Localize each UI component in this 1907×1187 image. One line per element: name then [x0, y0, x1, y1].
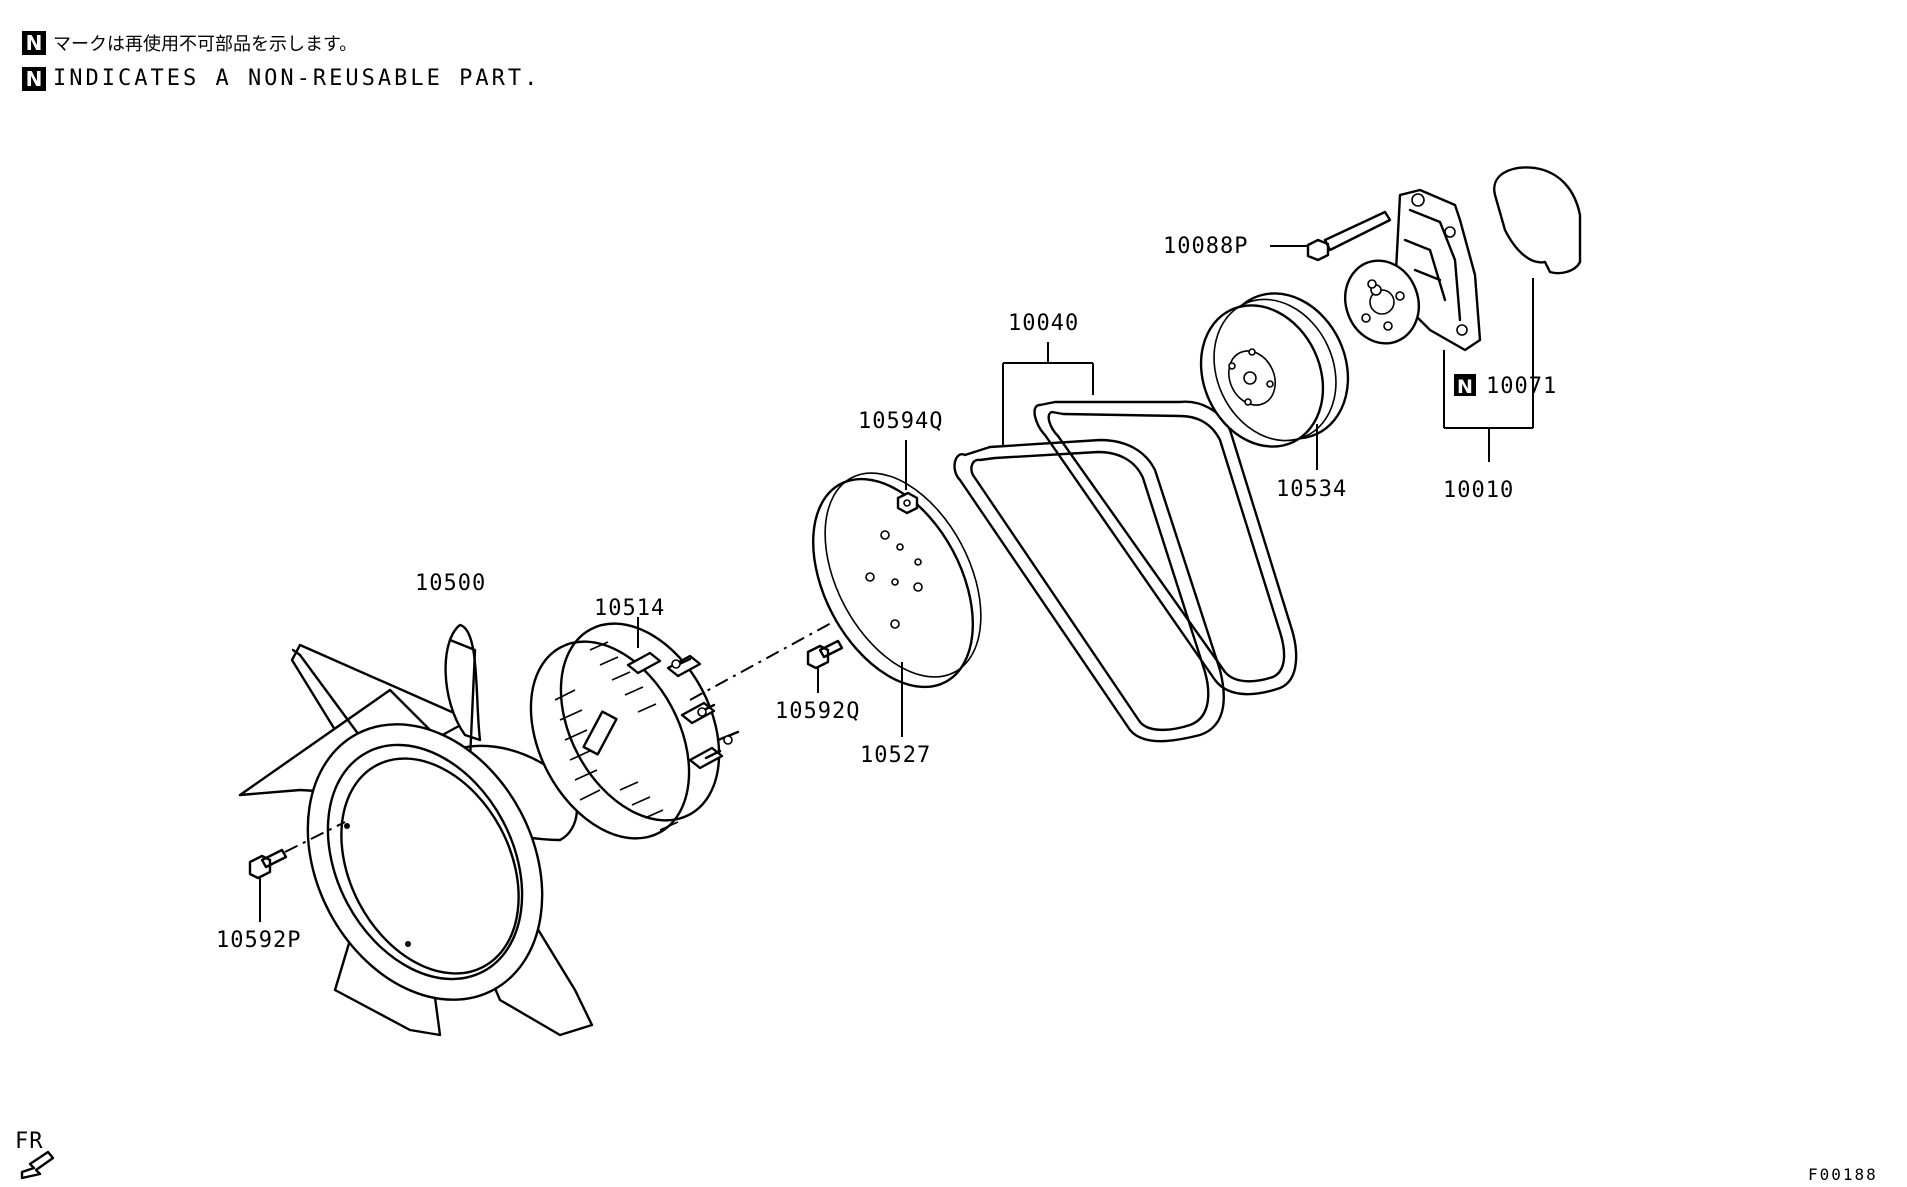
non-reusable-marker-box	[1454, 374, 1476, 396]
non-reusable-marker: N	[22, 66, 46, 91]
legend-english-text: INDICATES A NON-REUSABLE PART.	[53, 66, 541, 91]
label-10534[interactable]: 10534	[1276, 477, 1347, 502]
cooling-fan[interactable]	[238, 623, 594, 1041]
label-10071[interactable]: 10071	[1486, 374, 1557, 399]
label-10592P[interactable]: 10592P	[216, 928, 301, 953]
label-10592Q[interactable]: 10592Q	[775, 699, 860, 724]
label-10010[interactable]: 10010	[1443, 478, 1514, 503]
legend-japanese: N マークは再使用不可部品を示します。	[22, 30, 357, 56]
fan-spacer[interactable]	[780, 447, 1013, 737]
front-arrow-icon	[20, 1150, 55, 1180]
nut-10594Q[interactable]	[896, 440, 919, 515]
label-10514[interactable]: 10514	[594, 596, 665, 621]
bolt-10088P[interactable]	[1270, 210, 1392, 262]
legend-english: N INDICATES A NON-REUSABLE PART.	[22, 66, 540, 91]
label-10040[interactable]: 10040	[1008, 311, 1079, 336]
label-10527[interactable]: 10527	[860, 743, 931, 768]
label-10088P[interactable]: 10088P	[1163, 234, 1248, 259]
v-belt-set[interactable]	[953, 342, 1298, 743]
label-10500[interactable]: 10500	[415, 571, 486, 596]
front-orientation-label: FR	[15, 1129, 44, 1154]
water-pump-pulley[interactable]	[1179, 273, 1371, 470]
bracket-10010	[1443, 350, 1533, 462]
fan-clutch[interactable]	[499, 596, 751, 865]
water-pump[interactable]	[1334, 188, 1482, 354]
bolt-10592P[interactable]	[248, 848, 288, 922]
non-reusable-marker-10071: N	[1457, 376, 1473, 398]
water-pump-gasket[interactable]	[1493, 166, 1582, 428]
label-10594Q[interactable]: 10594Q	[858, 409, 943, 434]
non-reusable-marker: N	[22, 31, 46, 55]
legend-japanese-text: マークは再使用不可部品を示します。	[53, 34, 358, 55]
bolt-10592Q[interactable]	[806, 639, 844, 693]
figure-code: F00188	[1808, 1165, 1878, 1184]
